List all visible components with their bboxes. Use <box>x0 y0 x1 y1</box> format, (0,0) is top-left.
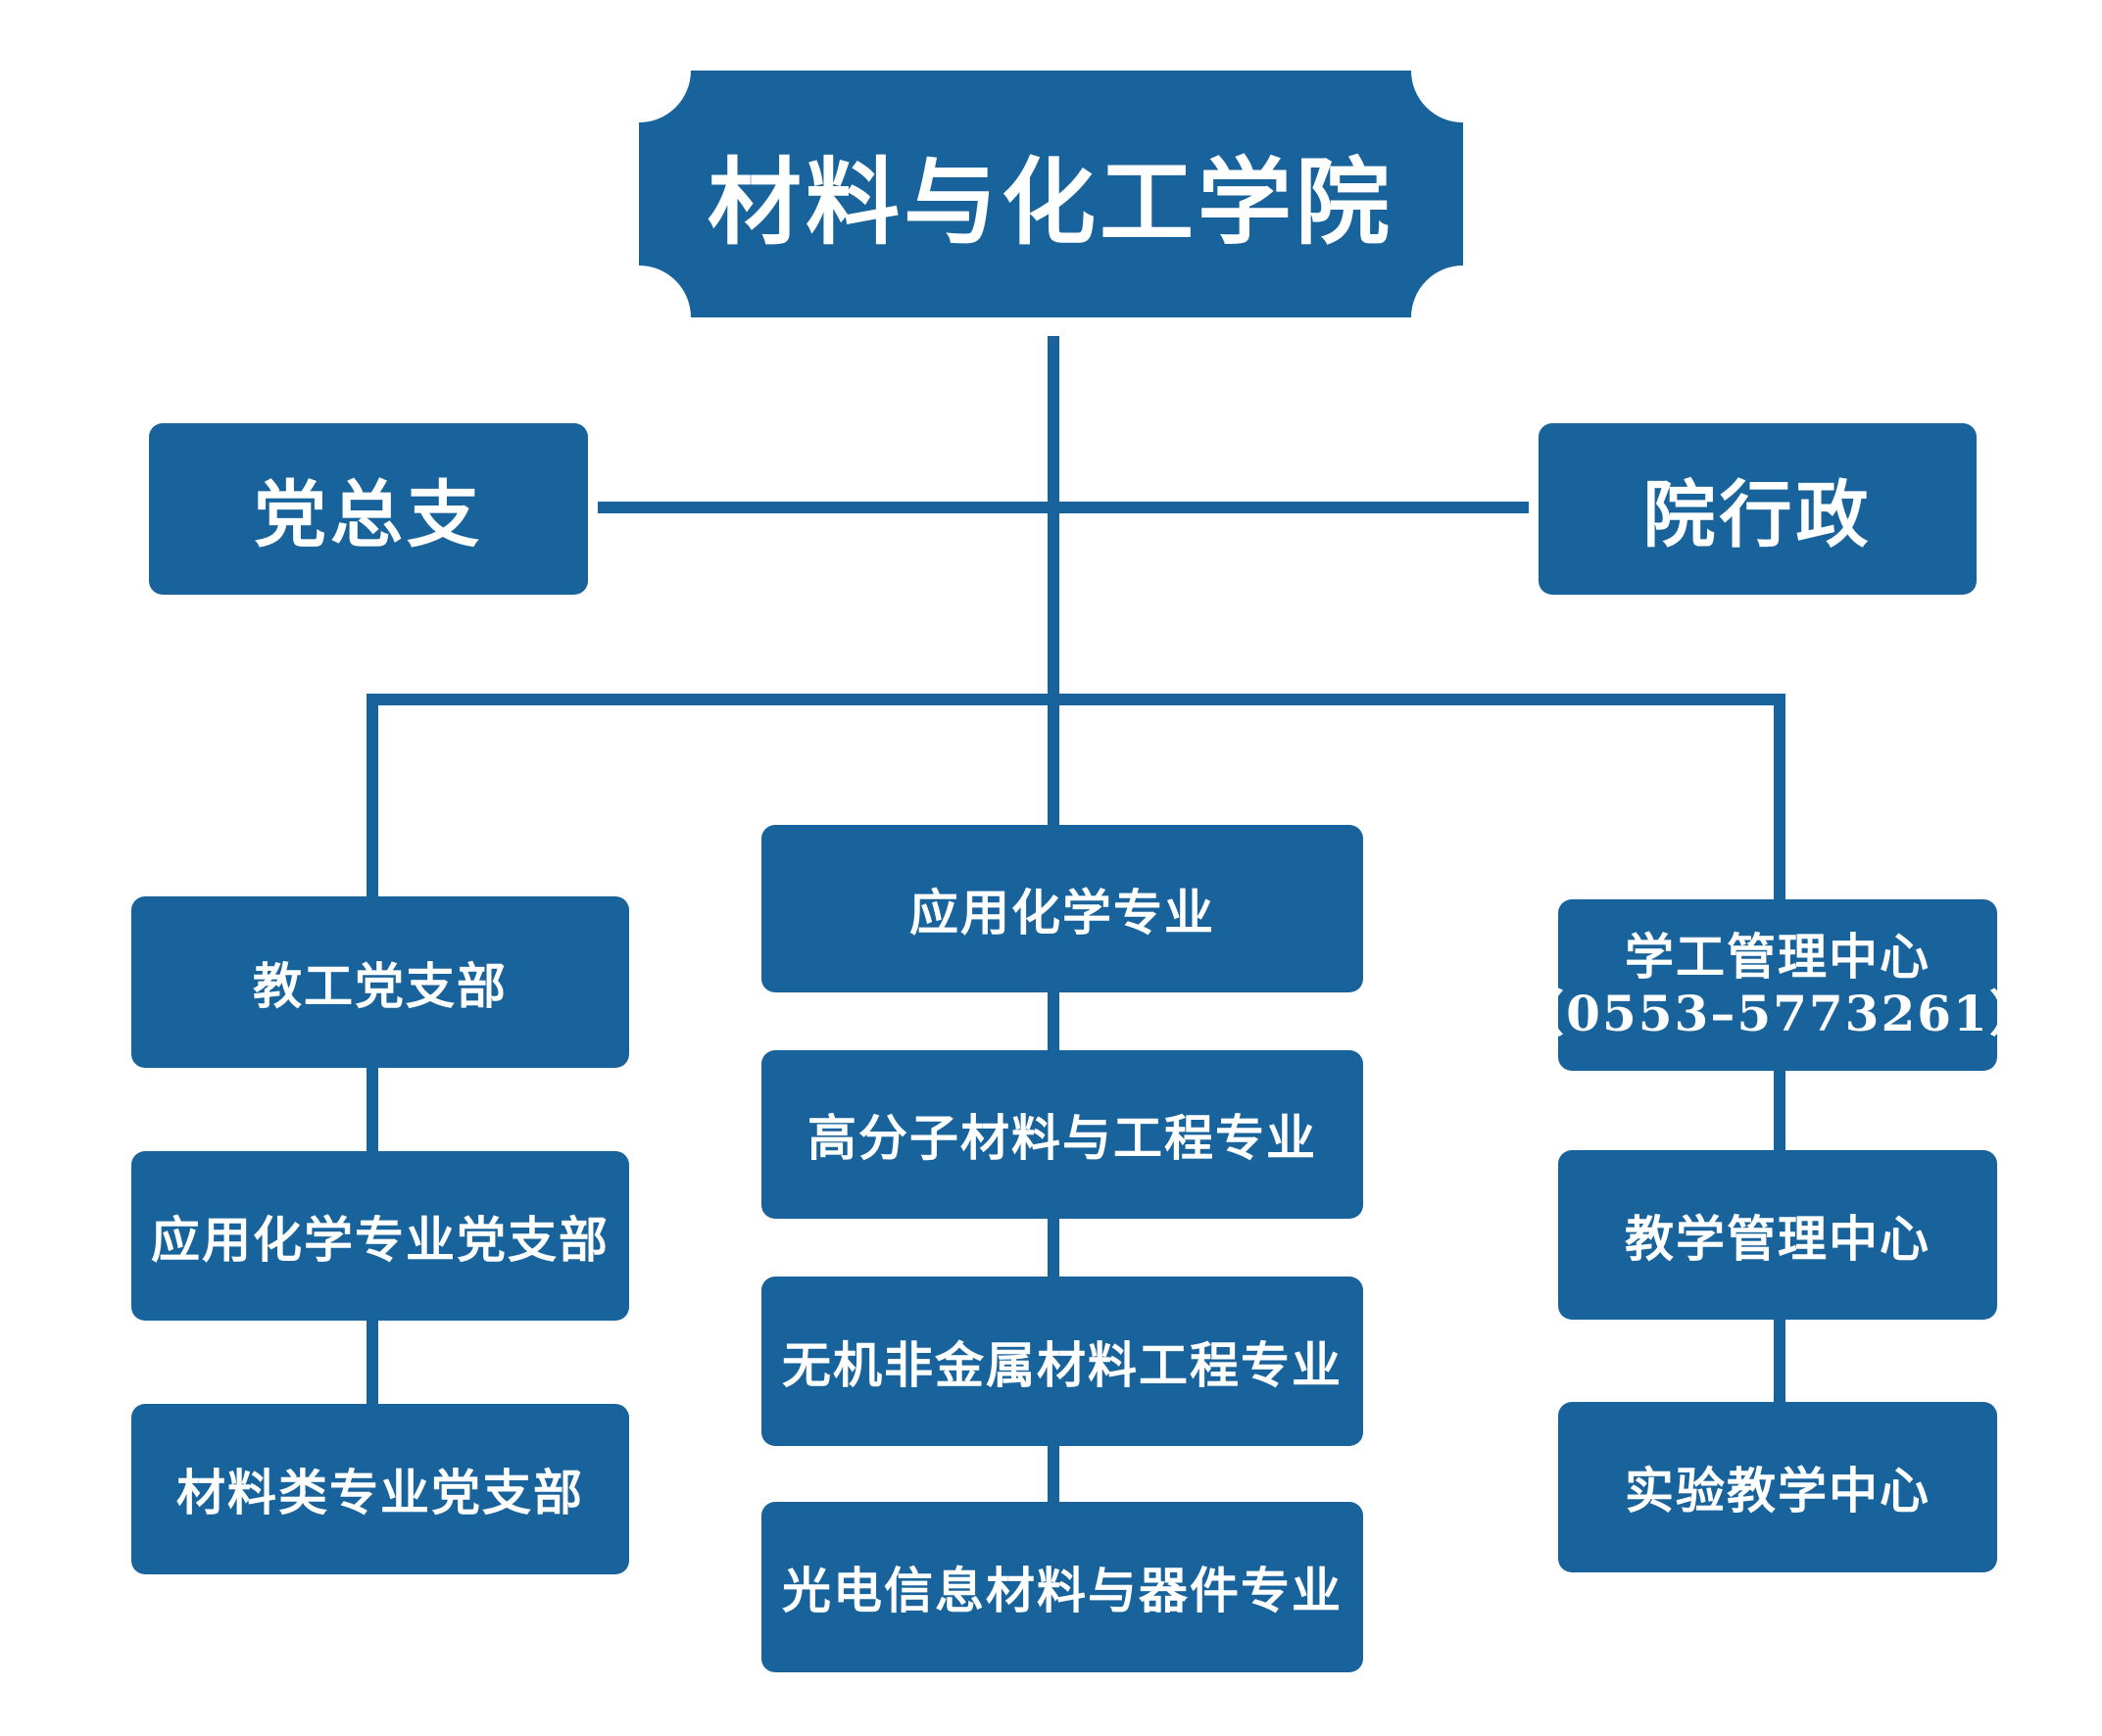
teaching-management-center-box: 教学管理中心 <box>1558 1150 1997 1320</box>
party-branch-applied-chemistry-box: 应用化学专业党支部 <box>131 1151 629 1321</box>
major-inorganic-nonmetallic-box: 无机非金属材料工程专业 <box>761 1277 1363 1446</box>
student-affairs-center-phone: （0553–5773261） <box>1515 984 2040 1042</box>
college-title: 材料与化工学院 <box>708 146 1393 258</box>
party-branch-materials-box: 材料类专业党支部 <box>131 1404 629 1574</box>
administration-box: 院行政 <box>1539 423 1977 595</box>
party-committee-box: 党总支 <box>149 423 588 595</box>
student-affairs-center-name: 学工管理中心 <box>1625 928 1931 986</box>
experimental-teaching-center-box: 实验教学中心 <box>1558 1402 1997 1572</box>
student-affairs-center-box: 学工管理中心 （0553–5773261） <box>1515 899 2038 1071</box>
major-applied-chemistry-box: 应用化学专业 <box>761 825 1363 992</box>
major-polymer-materials-box: 高分子材料与工程专业 <box>761 1050 1363 1219</box>
party-branch-faculty-box: 教工党支部 <box>131 896 629 1068</box>
major-optoelectronic-materials-box: 光电信息材料与器件专业 <box>761 1502 1363 1672</box>
